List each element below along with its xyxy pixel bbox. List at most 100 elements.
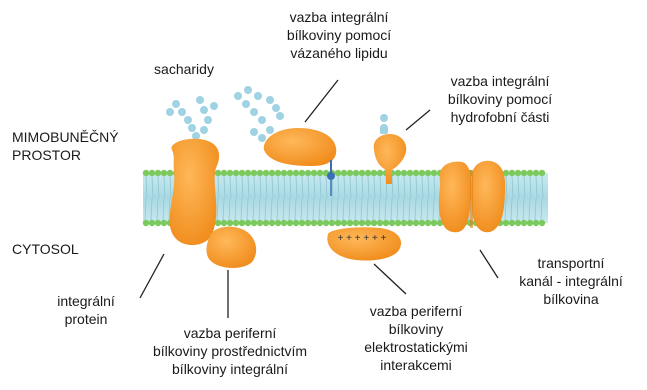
lipid-head: [221, 170, 227, 176]
label-periph-electro-line2: bílkoviny: [364, 320, 467, 338]
lipid-head: [527, 170, 533, 176]
lipid-head: [263, 170, 269, 176]
label-transport-line3: bílkovina: [519, 290, 623, 308]
lipid-head: [425, 220, 431, 226]
lipid-head: [227, 220, 233, 226]
lipid-head: [371, 220, 377, 226]
lipid-head: [419, 170, 425, 176]
lipid-head: [515, 220, 521, 226]
label-outside-line2: PROSTOR: [12, 146, 119, 164]
lipid-head: [359, 170, 365, 176]
lipid-head: [299, 170, 305, 176]
lipid-head: [521, 220, 527, 226]
lipid-head: [251, 220, 257, 226]
sugar-bead: [184, 116, 192, 124]
transport-channel-right: [472, 161, 505, 232]
lipid-head: [431, 170, 437, 176]
sugar-bead: [178, 108, 186, 116]
lipid-head: [149, 220, 155, 226]
transport-channel-gap: [470, 170, 473, 228]
lipid-head: [293, 170, 299, 176]
lipid-head: [155, 220, 161, 226]
lipid-head: [515, 170, 521, 176]
peripheral-protein-on-integral: [207, 227, 257, 268]
lipid-head: [407, 220, 413, 226]
lipid-head: [389, 220, 395, 226]
label-outside-line1: MIMOBUNĚČNÝ: [12, 128, 119, 146]
lipid-head: [335, 170, 341, 176]
sugar-bead: [196, 96, 204, 104]
lipid-head: [335, 220, 341, 226]
lipid-head: [311, 170, 317, 176]
lipid-head: [377, 220, 383, 226]
label-hydrophobic-line2: bílkoviny pomocí: [448, 90, 552, 108]
label-lipid-anchored-line3: vázaného lipidu: [287, 44, 391, 62]
label-transport-line1: transportní: [519, 254, 623, 272]
lipid-head: [287, 220, 293, 226]
lipid-anchored-protein: [264, 128, 336, 166]
lipid-head: [419, 220, 425, 226]
leader-hydrophobic: [406, 110, 430, 130]
sugar-bead: [210, 102, 218, 110]
lipid-head: [155, 170, 161, 176]
lipid-head: [503, 220, 509, 226]
lipid-head: [305, 220, 311, 226]
label-periph-electro-line1: vazba periferní: [364, 302, 467, 320]
label-periph-electro-line3: elektrostatickými: [364, 338, 467, 356]
sugar-bead: [234, 92, 242, 100]
lipid-head: [143, 220, 149, 226]
sugar-bead: [242, 100, 250, 108]
lipid-head: [365, 220, 371, 226]
sugar-bead: [266, 96, 274, 104]
lipid-head: [509, 170, 515, 176]
label-integral-protein: integrální protein: [57, 292, 115, 328]
label-cytosol-text: CYTOSOL: [12, 240, 79, 258]
lipid-head: [251, 170, 257, 176]
lipid-head: [347, 220, 353, 226]
label-lipid-anchored: vazba integrální bílkoviny pomocí vázané…: [287, 8, 391, 62]
lipid-head: [161, 220, 167, 226]
sugar-bead: [166, 108, 174, 116]
label-lipid-anchored-line1: vazba integrální: [287, 8, 391, 26]
leader-integral: [140, 254, 164, 298]
transport-channel-left: [439, 162, 471, 233]
label-integral-line2: protein: [57, 310, 115, 328]
sugar-bead: [172, 100, 180, 108]
label-hydrophobic-anchored: vazba integrální bílkoviny pomocí hydrof…: [448, 72, 552, 126]
leader-lipid-anchored: [305, 80, 338, 122]
label-transport-channel: transportní kanál - integrální bílkovina: [519, 254, 623, 308]
sugar-bead: [254, 92, 262, 100]
lipid-head: [257, 220, 263, 226]
lipid-head: [533, 170, 539, 176]
sugar-bead: [272, 104, 280, 112]
sugar-bead: [200, 126, 208, 134]
lipid-head: [395, 220, 401, 226]
sugar-bead: [266, 126, 274, 134]
lipid-head: [311, 220, 317, 226]
label-integral-line1: integrální: [57, 292, 115, 310]
lipid-head: [239, 220, 245, 226]
label-carbohydrates: sacharidy: [154, 60, 214, 78]
lipid-head: [275, 220, 281, 226]
lipid-head: [341, 170, 347, 176]
lipid-head: [215, 220, 221, 226]
lipid-head: [383, 220, 389, 226]
small-anchor: [380, 126, 388, 134]
label-periph-integral-line1: vazba periferní: [153, 324, 307, 342]
lipid-head: [245, 170, 251, 176]
label-hydrophobic-line3: hydrofobní části: [448, 108, 552, 126]
lipid-head: [161, 170, 167, 176]
sugar-bead: [276, 112, 284, 120]
lipid-head: [407, 170, 413, 176]
lipid-head: [431, 220, 437, 226]
sugar-bead: [380, 114, 388, 122]
lipid-head: [263, 220, 269, 226]
lipid-head: [275, 170, 281, 176]
lipid-head: [269, 220, 275, 226]
lipid-head: [401, 170, 407, 176]
lipid-head: [245, 220, 251, 226]
lipid-head: [401, 220, 407, 226]
lipid-head: [221, 220, 227, 226]
lipid-anchor-head: [327, 172, 335, 180]
